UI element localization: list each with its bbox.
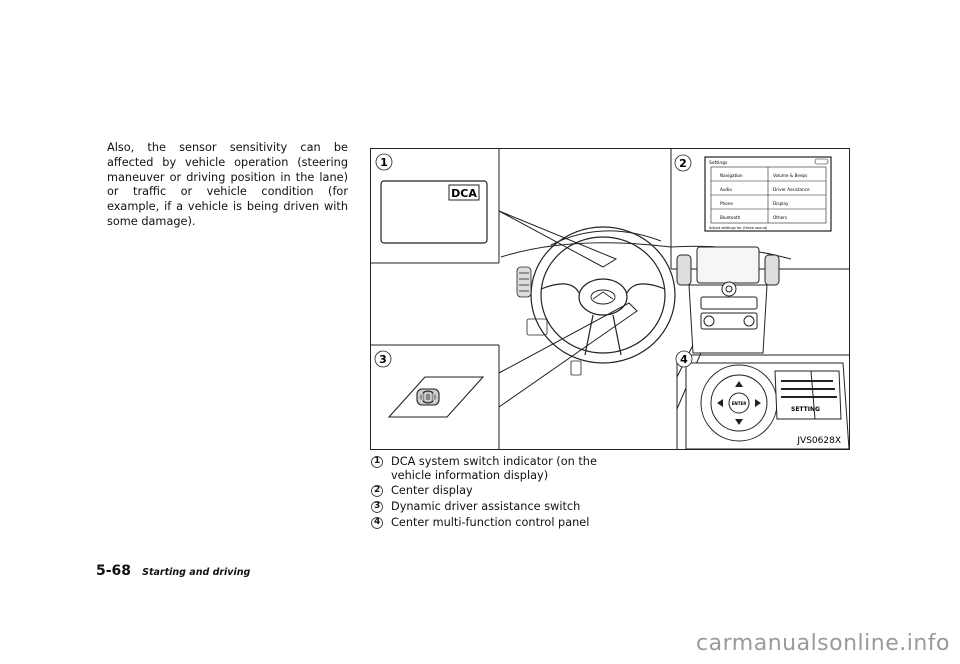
- car-lane-icon: [421, 392, 435, 402]
- svg-text:1: 1: [380, 156, 388, 169]
- left-air-vent: [516, 266, 532, 298]
- settings-footer: Adjust settings for (three sound): [709, 226, 768, 230]
- caption-number-icon: [371, 501, 383, 513]
- caption-1-text: DCA system switch indicator (on the vehi…: [391, 455, 597, 482]
- setting-label: SETTING: [791, 406, 820, 413]
- arrow-icons: [717, 381, 761, 425]
- caption-number-icon: [371, 456, 383, 468]
- settings-item-phone: Phone: [720, 201, 733, 206]
- caption-number-icon: [371, 517, 383, 529]
- svg-text:4: 4: [680, 353, 688, 366]
- dashboard-figure: DCA Settings Navigation Audio Phone Blue…: [370, 148, 850, 450]
- dda-switch: [387, 376, 485, 418]
- settings-item-audio: Audio: [720, 187, 732, 192]
- svg-text:3: 3: [379, 353, 387, 366]
- callout-3: 3: [374, 350, 392, 368]
- enter-label: ENTER: [732, 401, 747, 406]
- settings-item-navigation: Navigation: [720, 173, 743, 178]
- settings-item-display: Display: [773, 201, 789, 206]
- settings-title: Settings: [709, 160, 728, 166]
- callout-4: 4: [675, 350, 693, 368]
- caption-2-text: Center display: [391, 484, 473, 497]
- callout-2: 2: [674, 154, 692, 172]
- caption-3-text: Dynamic driver assistance switch: [391, 500, 581, 513]
- section-title: Starting and driving: [142, 567, 251, 578]
- caption-number-icon: [371, 485, 383, 497]
- caption-4-text: Center multi-function control panel: [391, 516, 590, 529]
- dca-indicator-label: DCA: [451, 187, 477, 200]
- page-footer: 5-68 Starting and driving: [96, 560, 250, 579]
- watermark: carmanualsonline.info: [696, 631, 950, 656]
- settings-item-driver-assistance: Driver Assistance: [773, 187, 810, 192]
- infiniti-logo-icon: [590, 289, 616, 305]
- settings-item-others: Others: [773, 215, 787, 220]
- body-paragraph: Also, the sensor sensitivity can be affe…: [107, 141, 348, 228]
- dca-indicator: [448, 184, 480, 201]
- svg-text:2: 2: [679, 157, 687, 170]
- back-icon: [814, 158, 829, 165]
- figure-code: JVS0628X: [796, 436, 841, 446]
- callout-1: 1: [375, 153, 393, 171]
- control-panel: [685, 362, 849, 449]
- dashboard-illustration: DCA Settings Navigation Audio Phone Blue…: [371, 149, 849, 449]
- steering-wheel: [530, 226, 676, 364]
- settings-item-volume: Volume & Beeps: [773, 173, 807, 178]
- page-number: 5-68: [96, 563, 132, 579]
- settings-item-bluetooth: Bluetooth: [720, 215, 741, 220]
- center-stack: [676, 246, 780, 354]
